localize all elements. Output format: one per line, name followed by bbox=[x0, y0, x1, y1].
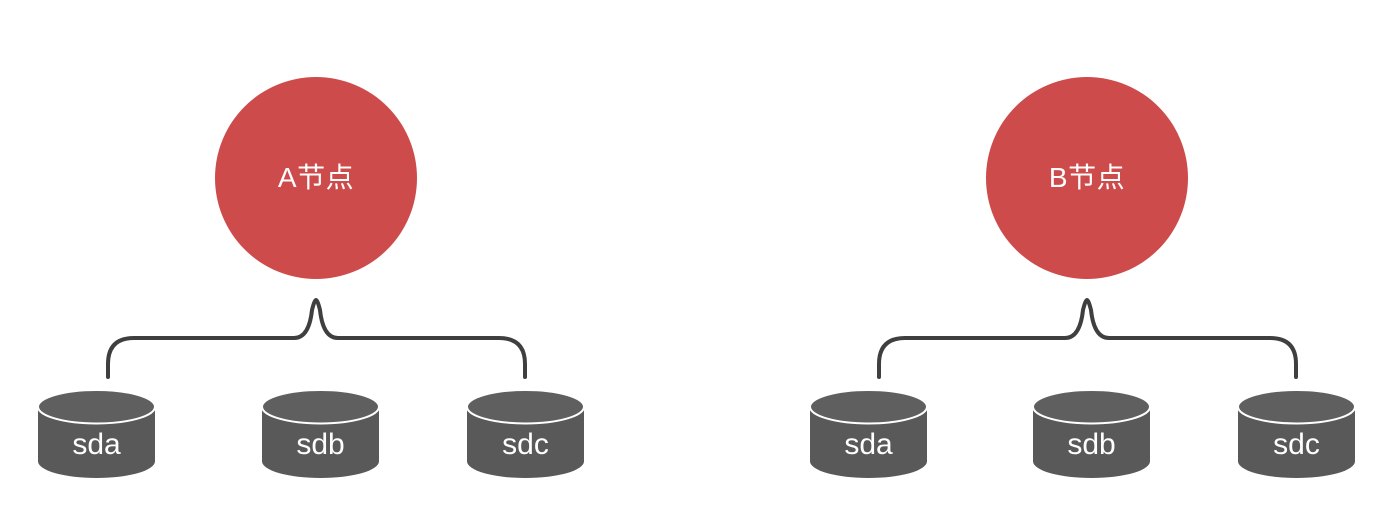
disk-top-ellipse bbox=[1237, 389, 1356, 425]
disk-cylinder[interactable] bbox=[809, 389, 928, 478]
disk-body bbox=[467, 406, 584, 478]
disk-cylinder[interactable] bbox=[37, 389, 156, 478]
brace-connector bbox=[877, 298, 1298, 379]
disk-top-ellipse bbox=[37, 389, 156, 425]
cluster-a bbox=[37, 77, 585, 478]
disk-body bbox=[262, 406, 379, 478]
disk-cylinder[interactable] bbox=[1032, 389, 1151, 478]
disk-top-ellipse bbox=[809, 389, 928, 425]
disk-cylinder[interactable] bbox=[1237, 389, 1356, 478]
disk-cylinder[interactable] bbox=[261, 389, 380, 478]
disk-top-ellipse bbox=[1032, 389, 1151, 425]
disk-body bbox=[1033, 406, 1150, 478]
cluster-b bbox=[809, 77, 1356, 478]
disk-top-ellipse bbox=[261, 389, 380, 425]
disk-top-ellipse bbox=[466, 389, 585, 425]
disk-body bbox=[810, 406, 927, 478]
disk-body bbox=[1238, 406, 1355, 478]
brace-connector bbox=[106, 298, 527, 379]
node-b-circle[interactable] bbox=[986, 77, 1188, 279]
node-a-circle[interactable] bbox=[215, 77, 417, 279]
disk-cylinder[interactable] bbox=[466, 389, 585, 478]
disk-body bbox=[38, 406, 155, 478]
